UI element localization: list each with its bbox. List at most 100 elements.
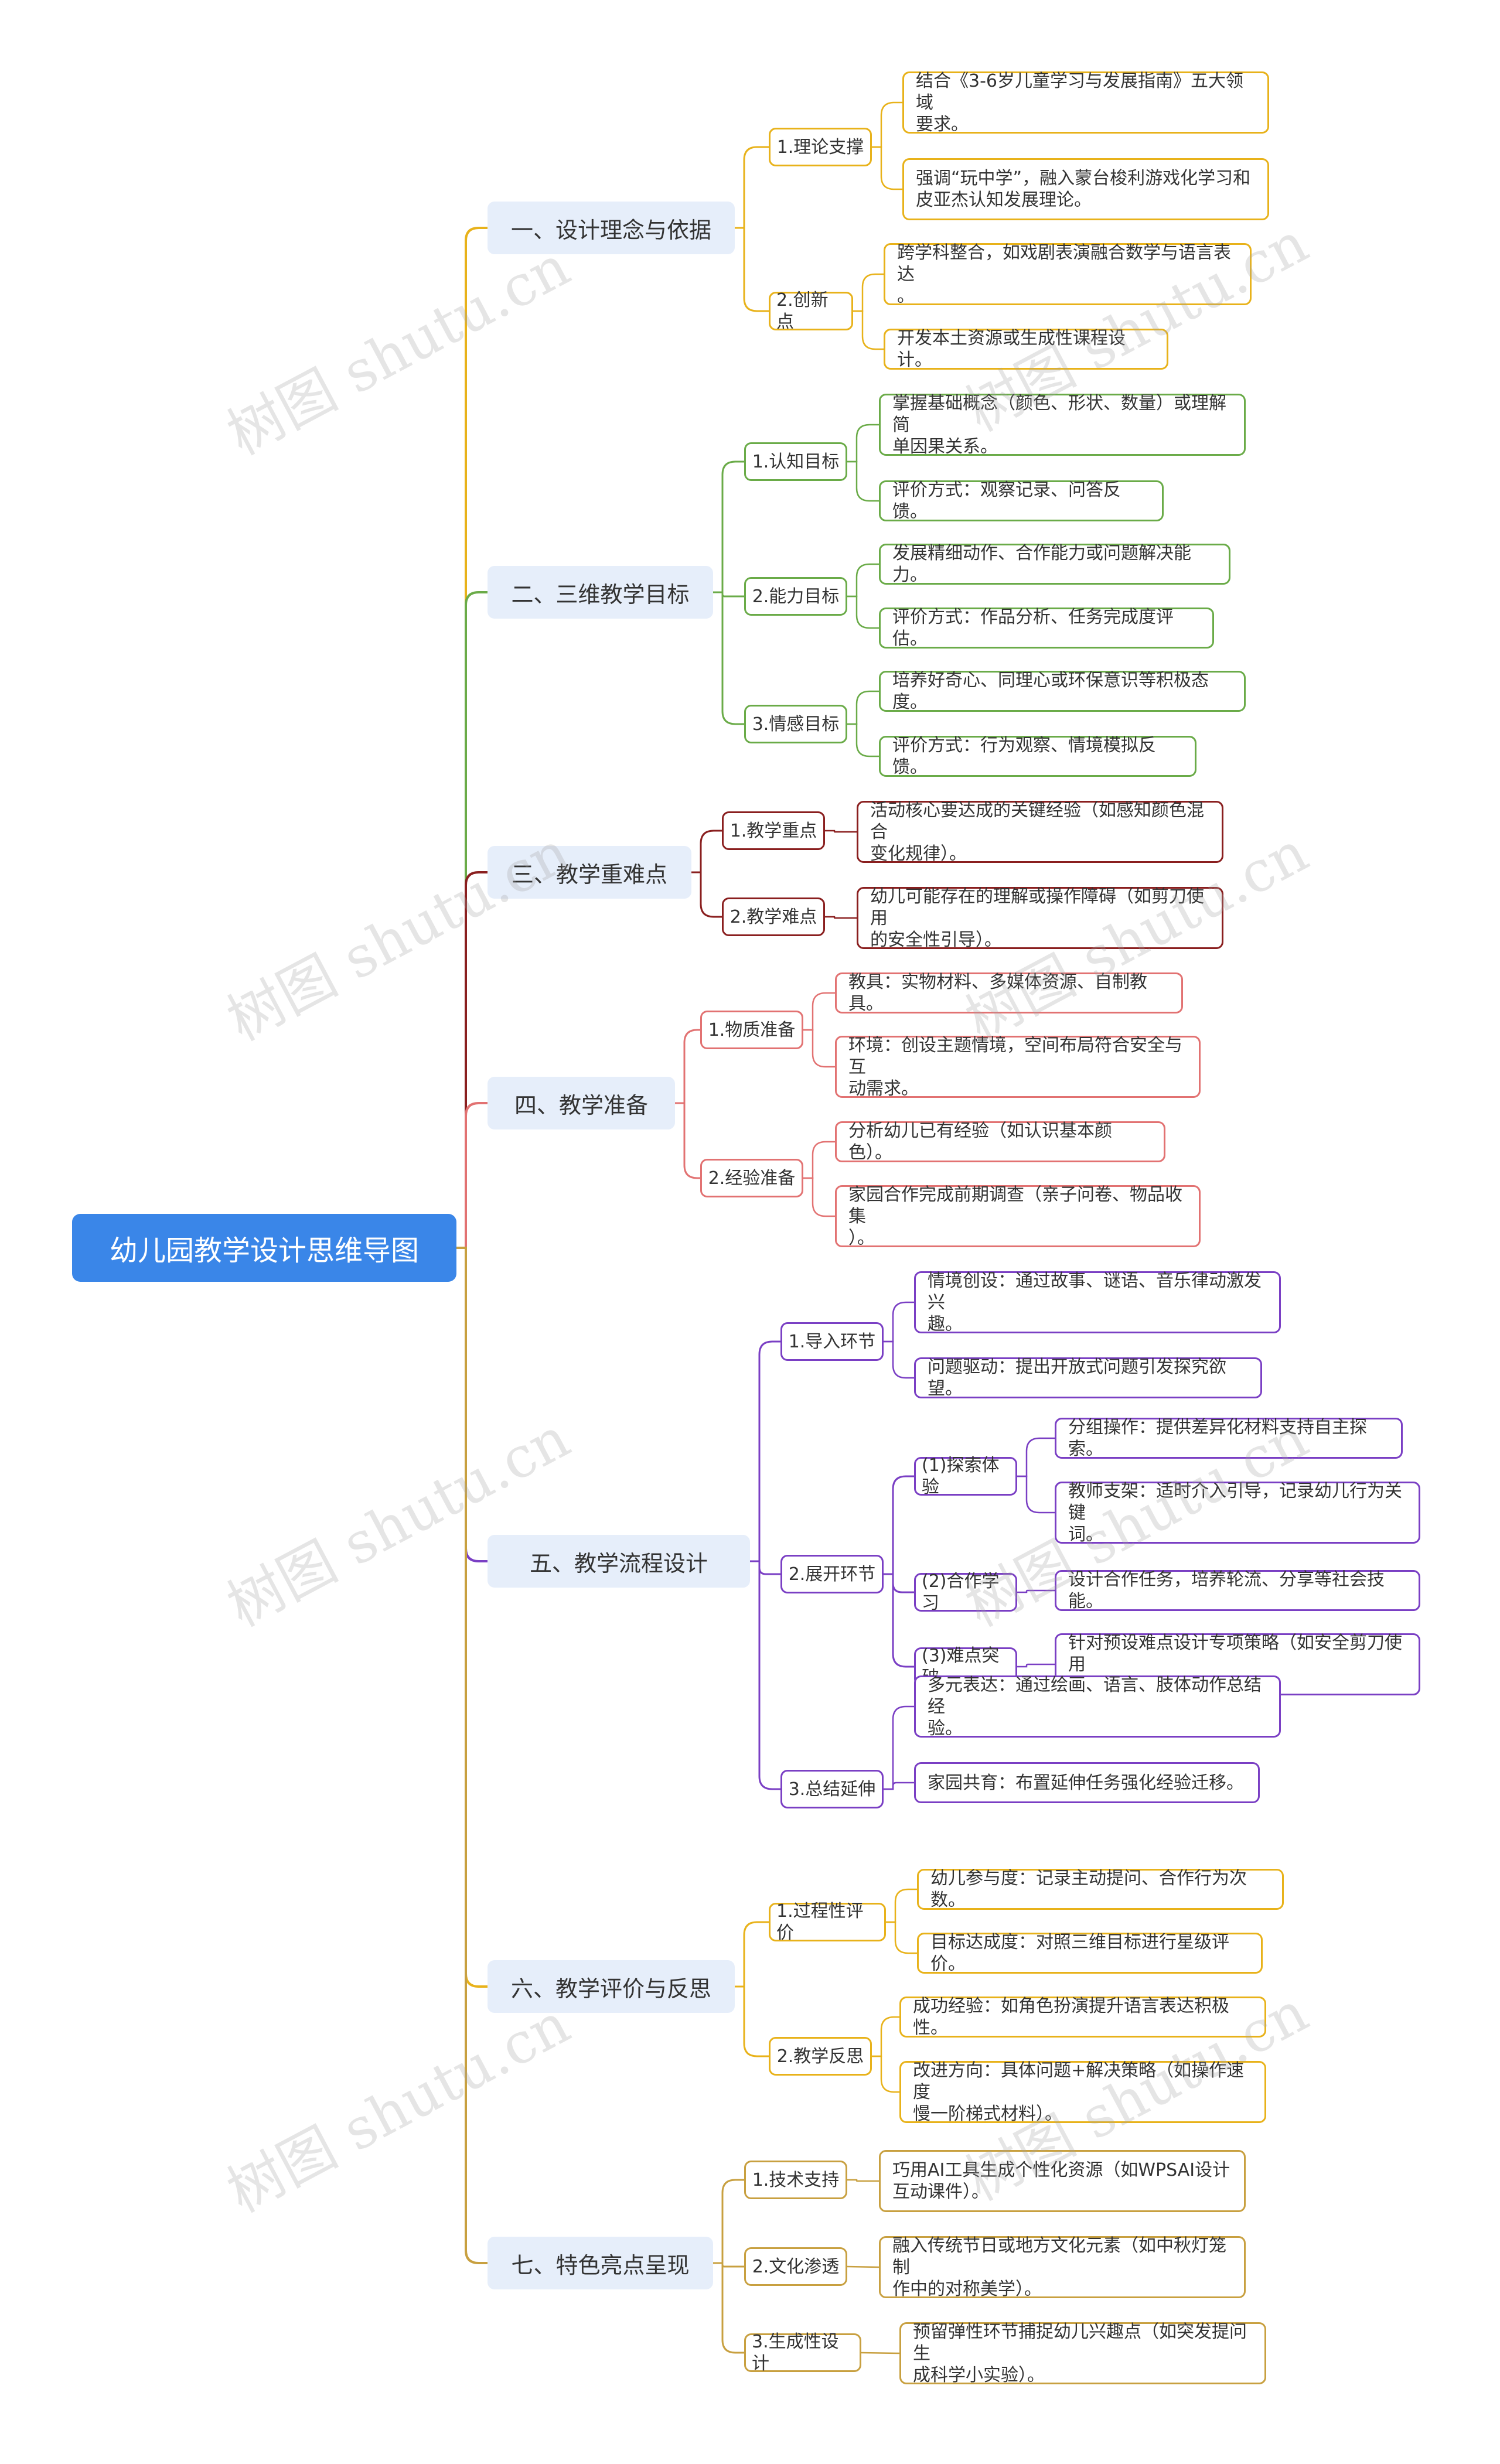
connector-line bbox=[713, 591, 744, 725]
connector-line bbox=[456, 227, 488, 1249]
connector-line bbox=[872, 101, 902, 148]
leaf-node[interactable]: 设计合作任务，培养轮流、分享等社会技能。 bbox=[1055, 1569, 1420, 1612]
connector-line bbox=[884, 1301, 914, 1343]
connector-line bbox=[750, 1340, 780, 1562]
connector-line bbox=[847, 460, 879, 502]
branch-7-node[interactable]: 七、特色亮点呈现 bbox=[488, 2237, 713, 2289]
connector-line bbox=[872, 2016, 899, 2057]
branch-6-node[interactable]: 六、教学评价与反思 bbox=[488, 1960, 735, 2013]
leaf-node[interactable]: 评价方式：作品分析、任务完成度评估。 bbox=[879, 607, 1214, 649]
connector-line bbox=[847, 723, 879, 757]
branch-2-sub-2-node[interactable]: 2.能力目标 bbox=[744, 577, 847, 616]
branch-4-sub-1-node[interactable]: 1.物质准备 bbox=[700, 1011, 803, 1049]
connector-line bbox=[884, 1573, 914, 1593]
connector-line bbox=[675, 1102, 700, 1179]
connector-line bbox=[713, 2179, 744, 2264]
leaf-node[interactable]: 结合《3-6岁儿童学习与发展指南》五大领域 要求。 bbox=[902, 71, 1269, 135]
connector-line bbox=[1017, 1663, 1055, 1668]
leaf-node[interactable]: 评价方式：观察记录、问答反馈。 bbox=[879, 480, 1164, 522]
branch-7-sub-2-node[interactable]: 2.文化渗透 bbox=[744, 2247, 847, 2286]
leaf-node[interactable]: 家园合作完成前期调查（亲子问卷、物品收集 ）。 bbox=[835, 1185, 1201, 1248]
connector-line bbox=[872, 2055, 899, 2093]
leaf-node[interactable]: 评价方式：行为观察、情境模拟反馈。 bbox=[879, 735, 1196, 777]
leaf-node[interactable]: 多元表达：通过绘画、语言、肢体动作总结经 验。 bbox=[914, 1675, 1281, 1739]
leaf-node[interactable]: 跨学科整合，如戏剧表演融合数学与语言表达 。 bbox=[884, 243, 1252, 306]
branch-1-sub-1-node[interactable]: 1.理论支撑 bbox=[769, 128, 872, 166]
connector-line bbox=[886, 1888, 917, 1923]
leaf-node[interactable]: 教师支架：适时介入引导，记录幼儿行为关键 词。 bbox=[1055, 1481, 1420, 1545]
connector-line bbox=[735, 146, 769, 229]
leaf-node[interactable]: 教具：实物材料、多媒体资源、自制教具。 bbox=[835, 972, 1183, 1014]
connector-line bbox=[1017, 1475, 1055, 1514]
connector-line bbox=[847, 2179, 879, 2182]
branch-5-sub-3-node[interactable]: 3.总结延伸 bbox=[780, 1770, 884, 1808]
connector-line bbox=[884, 1573, 914, 1668]
connector-line bbox=[750, 1560, 780, 1790]
connector-line bbox=[691, 830, 722, 873]
leaf-node[interactable]: 家园共育：布置延伸任务强化经验迁移。 bbox=[914, 1762, 1260, 1803]
connector-line bbox=[1017, 1437, 1055, 1477]
leaf-node[interactable]: 开发本土资源或生成性课程设计。 bbox=[884, 328, 1168, 370]
leaf-node[interactable]: 掌握基础概念（颜色、形状、数量）或理解简 单因果关系。 bbox=[879, 393, 1246, 457]
connector-line bbox=[750, 1560, 780, 1575]
connector-line bbox=[803, 1141, 835, 1179]
connector-line bbox=[691, 871, 722, 918]
leaf-node[interactable]: 幼儿参与度：记录主动提问、合作行为次数。 bbox=[917, 1868, 1284, 1910]
branch-1-node[interactable]: 一、设计理念与依据 bbox=[488, 202, 735, 254]
leaf-node[interactable]: 巧用AI工具生成个性化资源（如WPSAI设计 互动课件）。 bbox=[879, 2150, 1246, 2212]
connector-line bbox=[884, 1340, 914, 1379]
connector-line bbox=[847, 595, 879, 629]
branch-2-node[interactable]: 二、三维教学目标 bbox=[488, 566, 713, 619]
connector-line bbox=[853, 310, 884, 350]
connector-line bbox=[675, 1029, 700, 1104]
connector-line bbox=[803, 992, 835, 1031]
connector-line bbox=[884, 1475, 914, 1575]
branch-4-sub-2-node[interactable]: 2.经验准备 bbox=[700, 1159, 803, 1197]
connector-line bbox=[456, 1247, 488, 2264]
branch-5-sub-2-node[interactable]: 2.展开环节 bbox=[780, 1555, 884, 1593]
leaf-node[interactable]: 分析幼儿已有经验（如认识基本颜色）。 bbox=[835, 1121, 1165, 1163]
branch-3-node[interactable]: 三、教学重难点 bbox=[488, 846, 691, 899]
branch-3-sub-2-node[interactable]: 2.教学难点 bbox=[722, 897, 825, 936]
connector-line bbox=[847, 563, 879, 598]
leaf-node[interactable]: 培养好奇心、同理心或环保意识等积极态度。 bbox=[879, 670, 1246, 712]
connector-line bbox=[713, 460, 744, 593]
branch-7-sub-1-node[interactable]: 1.技术支持 bbox=[744, 2161, 847, 2199]
connector-line bbox=[456, 1102, 488, 1249]
leaf-node[interactable]: 情境创设：通过故事、谜语、音乐律动激发兴 趣。 bbox=[914, 1271, 1281, 1335]
branch-2-sub-3-node[interactable]: 3.情感目标 bbox=[744, 705, 847, 743]
leaf-node[interactable]: 融入传统节日或地方文化元素（如中秋灯笼制 作中的对称美学）。 bbox=[879, 2236, 1246, 2299]
connector-line bbox=[456, 871, 488, 1249]
leaf-node[interactable]: 活动核心要达成的关键经验（如感知颜色混合 变化规律）。 bbox=[857, 800, 1223, 864]
connector-line bbox=[825, 830, 857, 833]
leaf-node[interactable]: 目标达成度：对照三维目标进行星级评价。 bbox=[917, 1932, 1263, 1974]
branch-6-sub-2-node[interactable]: 2.教学反思 bbox=[769, 2037, 872, 2076]
leaf-node[interactable]: 成功经验：如角色扮演提升语言表达积极性。 bbox=[899, 1996, 1266, 2038]
leaf-node[interactable]: 环境：创设主题情境，空间布局符合安全与互 动需求。 bbox=[835, 1035, 1201, 1099]
branch-5-node[interactable]: 五、教学流程设计 bbox=[488, 1535, 750, 1588]
branch-2-sub-1-node[interactable]: 1.认知目标 bbox=[744, 442, 847, 481]
leaf-node[interactable]: 强调“玩中学”，融入蒙台梭利游戏化学习和 皮亚杰认知发展理论。 bbox=[902, 158, 1269, 220]
branch-4-node[interactable]: 四、教学准备 bbox=[488, 1077, 675, 1129]
branch-5-step-2-node[interactable]: (2)合作学习 bbox=[914, 1571, 1017, 1613]
connector-line bbox=[456, 591, 488, 1249]
connector-line bbox=[1017, 1589, 1055, 1593]
branch-5-sub-1-node[interactable]: 1.导入环节 bbox=[780, 1322, 884, 1361]
leaf-node[interactable]: 预留弹性环节捕捉幼儿兴趣点（如突发提问生 成科学小实验）。 bbox=[899, 2322, 1266, 2385]
leaf-node[interactable]: 分组操作：提供差异化材料支持自主探索。 bbox=[1055, 1417, 1403, 1459]
leaf-node[interactable]: 改进方向：具体问题+解决策略（如操作速度 慢一阶梯式材料）。 bbox=[899, 2060, 1266, 2124]
branch-1-sub-2-node[interactable]: 2.创新点 bbox=[769, 290, 853, 332]
leaf-node[interactable]: 幼儿可能存在的理解或操作障碍（如剪刀使用 的安全性引导）。 bbox=[857, 886, 1223, 950]
root-node[interactable]: 幼儿园教学设计思维导图 bbox=[72, 1214, 456, 1282]
branch-5-step-1-node[interactable]: (1)探索体验 bbox=[914, 1455, 1017, 1497]
leaf-node[interactable]: 发展精细动作、合作能力或问题解决能力。 bbox=[879, 543, 1230, 585]
connector-line bbox=[853, 273, 884, 312]
branch-3-sub-1-node[interactable]: 1.教学重点 bbox=[722, 811, 825, 850]
connector-line bbox=[847, 424, 879, 463]
branch-7-sub-3-node[interactable]: 3.生成性设计 bbox=[744, 2332, 861, 2374]
leaf-node[interactable]: 问题驱动：提出开放式问题引发探究欲望。 bbox=[914, 1357, 1262, 1399]
connector-line bbox=[884, 1782, 914, 1790]
branch-6-sub-1-node[interactable]: 1.过程性评价 bbox=[769, 1901, 886, 1943]
